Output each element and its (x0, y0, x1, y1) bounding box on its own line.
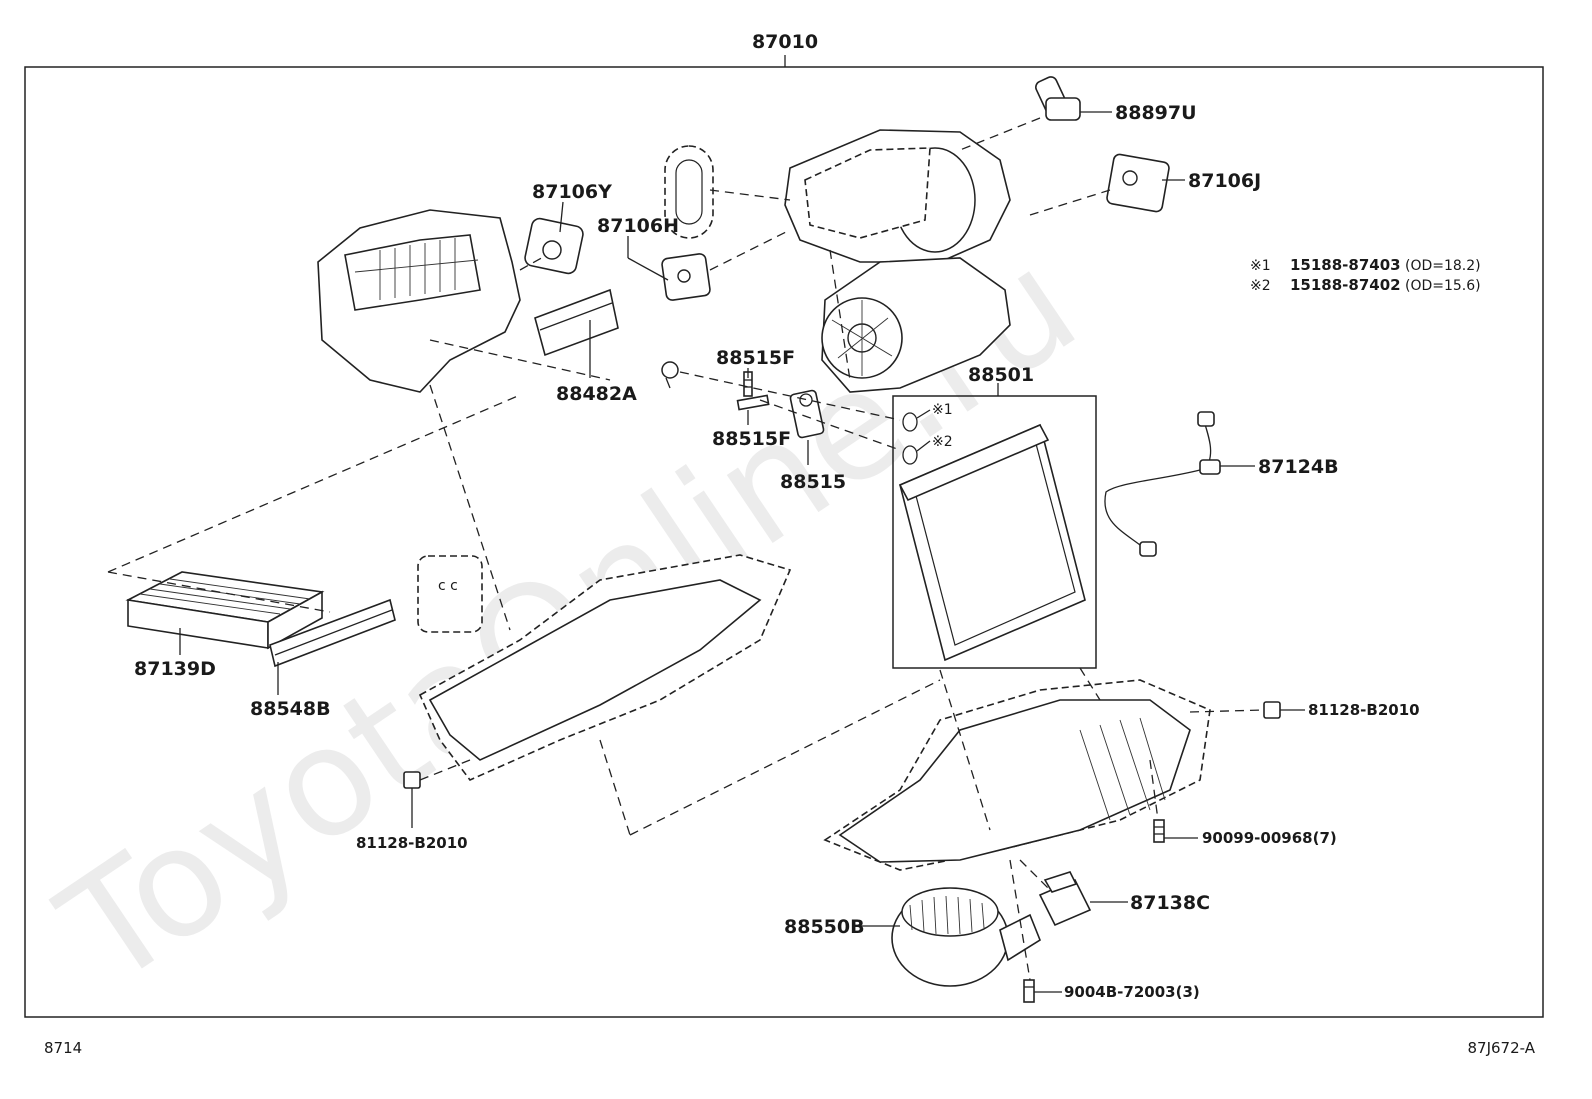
o-ring-2 (902, 445, 918, 465)
clip-81128-right (1263, 701, 1281, 719)
label-87139D[interactable]: 87139D (134, 658, 216, 680)
note-1-spec: (OD=18.2) (1405, 258, 1481, 274)
label-88550B[interactable]: 88550B (784, 916, 865, 938)
evaporator-box (892, 395, 1097, 669)
o-ring-1 (902, 412, 918, 432)
footer-page-code: 8714 (44, 1039, 82, 1057)
actuator-87106Y (524, 217, 584, 275)
assembly-number-label[interactable]: 87010 (752, 31, 818, 53)
label-87124B[interactable]: 87124B (1258, 456, 1339, 478)
lower-right-case (823, 679, 1211, 871)
expansion-valve-88515 (789, 389, 825, 439)
note-2-mark: ※2 (1250, 278, 1271, 294)
clip-81128-left (403, 771, 421, 789)
note-1-part[interactable]: 15188-87403 (1290, 256, 1401, 274)
screw-90099 (1153, 819, 1165, 843)
label-87106H[interactable]: 87106H (597, 215, 679, 237)
label-81128-left[interactable]: 81128-B2010 (356, 834, 468, 852)
label-87106J[interactable]: 87106J (1188, 170, 1261, 192)
leader-lines (179, 111, 1305, 993)
upper-left-case (317, 209, 521, 393)
note-1-mark: ※1 (1250, 258, 1271, 274)
evaporator-88501 (898, 423, 1086, 662)
label-88897U[interactable]: 88897U (1115, 102, 1197, 124)
label-88501[interactable]: 88501 (968, 364, 1034, 386)
assembly-lines (107, 117, 1265, 981)
label-87138C[interactable]: 87138C (1130, 892, 1210, 914)
lower-left-case: c c (417, 554, 792, 781)
footer-illustration-code: 87J672-A (1468, 1039, 1536, 1057)
svg-text:c c: c c (438, 578, 458, 594)
note-2-part[interactable]: 15188-87402 (1290, 276, 1401, 294)
screw-9004B (1023, 979, 1035, 1003)
assembly-frame (24, 66, 1544, 1018)
note-2-spec: (OD=15.6) (1405, 278, 1481, 294)
label-88482A[interactable]: 88482A (556, 383, 637, 405)
air-filter-87139D (125, 571, 325, 650)
label-88515F-lower[interactable]: 88515F (712, 428, 791, 450)
blower-case (821, 257, 1011, 393)
sensor-88897U (1035, 76, 1081, 121)
bracket-88482A (534, 288, 619, 357)
label-88515F-upper[interactable]: 88515F (716, 347, 795, 369)
actuator-87106H (661, 253, 711, 301)
resistor-87138C (1038, 871, 1092, 927)
upper-right-case (784, 129, 1011, 263)
notes-block: ※1 15188-87403 (OD=18.2) ※2 15188-87402 … (1250, 256, 1481, 294)
thermistor-87124B (1104, 411, 1221, 557)
blower-motor-88550B (891, 887, 1041, 987)
duct-seal (664, 145, 714, 239)
actuator-87106J (1106, 153, 1170, 213)
filter-cover-88548B (269, 598, 396, 668)
clip-part (661, 361, 679, 389)
label-88515[interactable]: 88515 (780, 471, 846, 493)
label-87106Y[interactable]: 87106Y (532, 181, 612, 203)
label-90099[interactable]: 90099-00968(7) (1202, 829, 1337, 847)
label-81128-right[interactable]: 81128-B2010 (1308, 701, 1420, 719)
bolt-88515F-lower (736, 394, 770, 411)
o-ring-mark-2: ※2 (932, 434, 953, 450)
label-9004B[interactable]: 9004B-72003(3) (1064, 983, 1200, 1001)
o-ring-mark-1: ※1 (932, 402, 953, 418)
label-88548B[interactable]: 88548B (250, 698, 331, 720)
